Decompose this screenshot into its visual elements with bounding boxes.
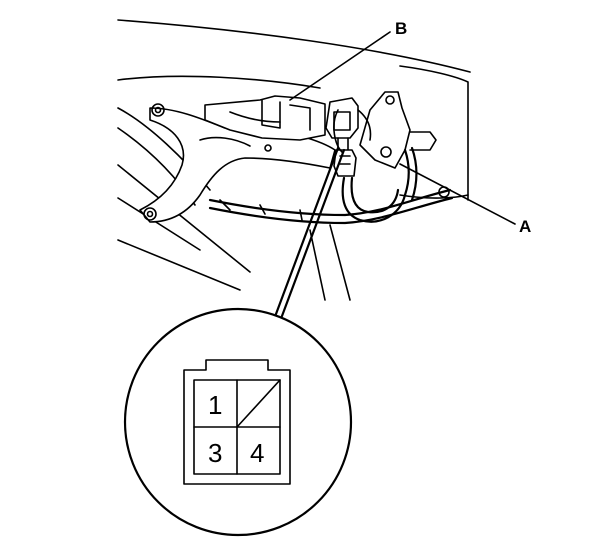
- blank-cavity-mark: [236, 379, 281, 428]
- callout-label-a: A: [519, 217, 531, 236]
- body-panel: [117, 19, 471, 301]
- pin-number-1: 1: [208, 390, 222, 420]
- side-bracket: [359, 91, 437, 169]
- connector-a: [333, 149, 357, 177]
- connector-b: [325, 97, 359, 151]
- callout-label-b: B: [395, 19, 407, 38]
- leader-line-b: [289, 31, 391, 101]
- leader-line-a: [399, 163, 516, 225]
- actuator-body: [204, 95, 326, 141]
- pin-number-4: 4: [250, 438, 264, 468]
- pin-number-3: 3: [208, 438, 222, 468]
- magnify-pointer: [274, 146, 346, 318]
- magnified-connector-view: 1 3 4: [123, 307, 353, 537]
- wiring-harness: [208, 109, 454, 225]
